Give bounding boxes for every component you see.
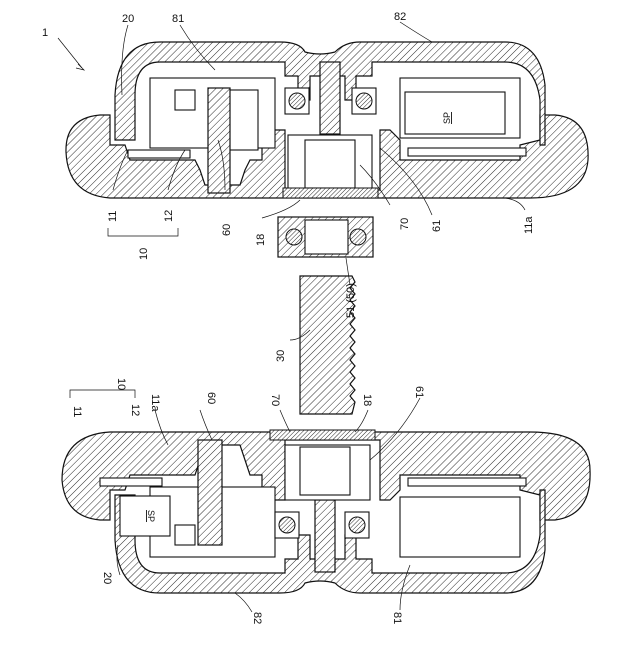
nut-18 — [278, 217, 373, 257]
top-channel-right — [408, 148, 526, 156]
label-82-bot: 82 — [251, 612, 263, 624]
label-70-bot: 70 — [269, 394, 281, 406]
bottom-shaft-81 — [315, 500, 335, 572]
leader-18-top — [262, 200, 300, 218]
bottom-coil-left — [175, 525, 195, 545]
top-bearing-ball-left — [289, 93, 305, 109]
top-sp-block — [405, 92, 505, 134]
label-11-bot: 11 — [71, 406, 83, 417]
leader-82-bot — [235, 593, 252, 612]
brace-10-bot — [70, 390, 135, 398]
label-20-top: 20 — [122, 13, 134, 25]
bottom-nut-70 — [270, 430, 375, 440]
leader-1 — [58, 38, 82, 68]
label-sp-bot: SP — [146, 510, 156, 522]
label-81-top: 81 — [172, 13, 184, 25]
label-82-top: 82 — [394, 11, 406, 23]
label-51: 51 (50) — [345, 283, 357, 318]
top-shaft-81 — [320, 62, 340, 134]
label-12-bot: 12 — [129, 404, 141, 416]
leader-70-bot — [280, 410, 290, 432]
label-10-top: 10 — [138, 248, 150, 260]
top-coil-left-2 — [228, 90, 258, 150]
label-61-top: 61 — [431, 220, 443, 232]
bottom-bearing-ball-left — [279, 517, 295, 533]
top-coil-left — [175, 90, 195, 110]
bottom-sp-block — [120, 496, 170, 536]
nut-18-ball-right — [350, 229, 366, 245]
bottom-pin-60 — [198, 440, 222, 545]
label-1: 1 — [42, 27, 48, 39]
label-60-top: 60 — [221, 224, 233, 236]
label-81-bot: 81 — [391, 612, 403, 624]
label-sp-top: SP — [442, 112, 452, 124]
leader-11a-top — [505, 198, 525, 210]
brace-10-top — [108, 228, 178, 236]
top-bearing-ball-right — [356, 93, 372, 109]
nut-18-ball-left — [286, 229, 302, 245]
leader-1-arrow — [76, 64, 84, 70]
label-18-bot: 18 — [361, 394, 373, 406]
top-unit — [66, 42, 588, 198]
bottom-magnet-block-right — [400, 497, 520, 557]
leader-82-top — [400, 22, 432, 42]
bottom-channel-left — [100, 478, 162, 486]
label-61-bot: 61 — [413, 386, 425, 398]
label-10-bot: 10 — [115, 378, 127, 390]
bottom-bearing-ball-right — [349, 517, 365, 533]
label-18-top: 18 — [255, 234, 267, 246]
top-nut-70 — [283, 188, 378, 198]
bottom-channel-right — [408, 478, 526, 486]
leader-18-bot — [355, 410, 368, 432]
label-70-top: 70 — [399, 218, 411, 230]
label-60-bot: 60 — [205, 392, 217, 404]
label-20-bot: 20 — [101, 572, 113, 584]
bottom-unit — [62, 430, 590, 593]
label-11a-bot: 11a — [149, 394, 161, 412]
label-11-top: 11 — [107, 211, 119, 222]
label-11a-top: 11a — [523, 216, 535, 234]
top-bore — [305, 140, 355, 188]
nut-18-bore — [305, 220, 348, 254]
bottom-bore — [300, 447, 350, 495]
label-12-top: 12 — [163, 210, 175, 222]
label-30: 30 — [275, 350, 287, 362]
top-pin-60 — [208, 88, 230, 193]
